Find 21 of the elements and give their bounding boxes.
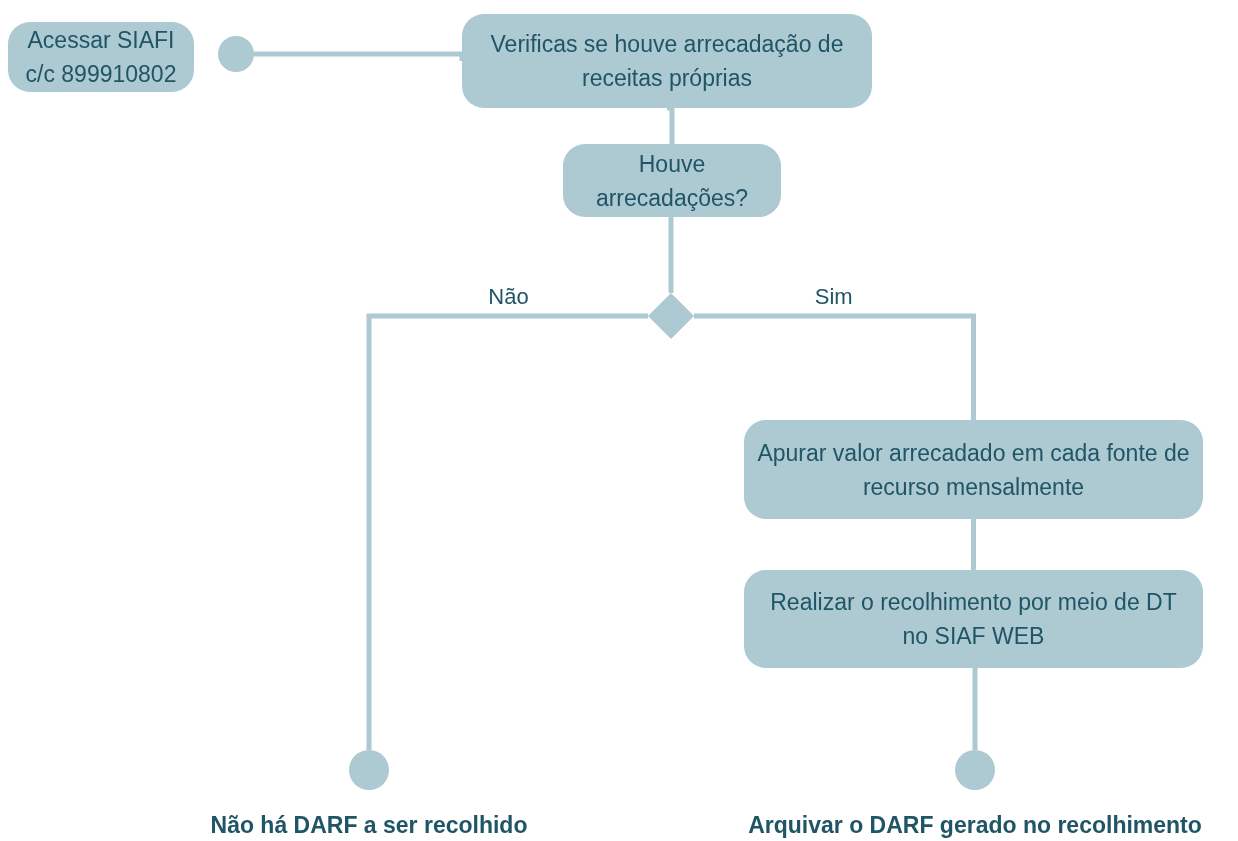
box-text: Houve arrecadações? bbox=[594, 149, 750, 213]
connector-line bbox=[667, 105, 675, 144]
process-box bbox=[744, 570, 1203, 668]
edge-label: Sim bbox=[814, 286, 853, 308]
process-box bbox=[744, 420, 1203, 519]
process-box bbox=[8, 22, 194, 92]
connector-line bbox=[366, 313, 648, 750]
connector-line bbox=[971, 519, 976, 570]
process-box bbox=[462, 14, 872, 108]
decision-diamond bbox=[648, 293, 694, 339]
box-text: Apurar valor arrecadado em cada fonte de recurso mensalmente bbox=[756, 438, 1191, 502]
connector-line bbox=[694, 313, 976, 420]
edge-label: Não bbox=[488, 286, 529, 308]
box-text: Realizar o recolhimento por meio de DT no SIAF WEB bbox=[769, 588, 1178, 651]
connector-line bbox=[971, 665, 978, 750]
end-caption: Arquivar o DARF gerado no recolhimento bbox=[748, 811, 1202, 840]
end-caption: Não há DARF a ser recolhido bbox=[210, 811, 528, 840]
box-text: Verificas se houve arrecadação de receitas próprias bbox=[489, 30, 845, 93]
box-text: Acessar SIAFI c/c 899910802 bbox=[24, 26, 178, 89]
connector-line bbox=[668, 214, 675, 293]
process-box bbox=[563, 144, 781, 217]
